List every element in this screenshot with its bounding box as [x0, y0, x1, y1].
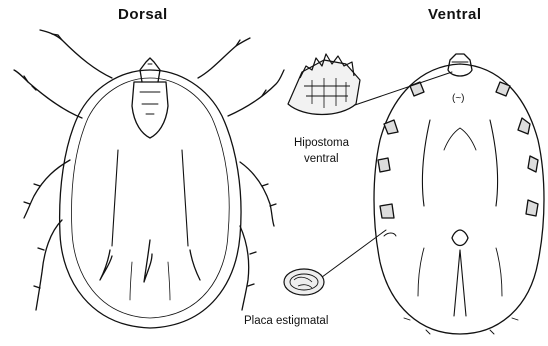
coxa-left-3 [378, 158, 390, 172]
coxa-right-4 [526, 200, 538, 216]
hipostoma-label-line2: ventral [304, 152, 339, 166]
coxa-right-2 [518, 118, 530, 134]
hipostoma-label-line1: Hipostoma [294, 136, 349, 150]
placa-estigmatal-label: Placa estigmatal [244, 314, 328, 328]
hipostoma-inset [288, 54, 360, 115]
ventral-anus-mark: (~) [452, 92, 465, 106]
coxa-left-4 [380, 204, 394, 218]
ventral-anal-structure [452, 230, 468, 246]
placa-leader-line [318, 230, 386, 280]
ventral-title: Ventral [428, 6, 482, 23]
placa-estigmatal-inset [284, 269, 324, 295]
dorsal-title: Dorsal [118, 6, 168, 23]
ventral-spiracle-mark [384, 233, 396, 236]
coxa-right-3 [528, 156, 538, 172]
hipostoma-leader-line [352, 72, 452, 106]
